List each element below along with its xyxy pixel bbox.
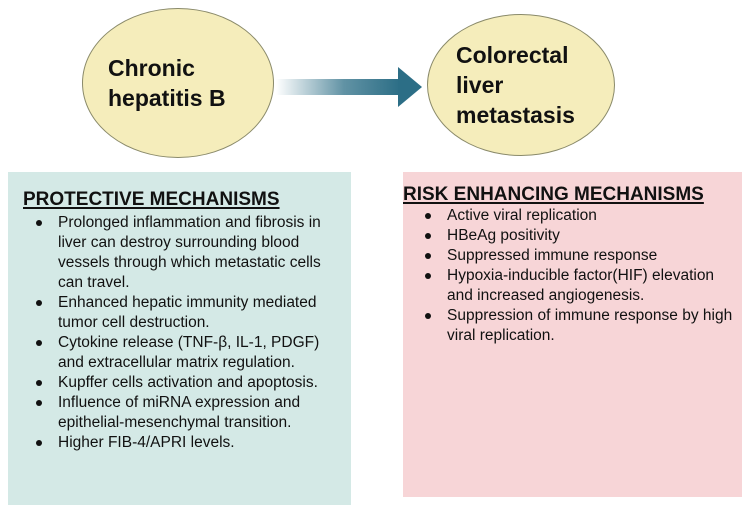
list-item: Enhanced hepatic immunity mediated tumor… (34, 293, 346, 333)
protective-mechanisms-title: PROTECTIVE MECHANISMS (23, 189, 280, 210)
list-item: Cytokine release (TNF-β, IL-1, PDGF) and… (34, 333, 346, 373)
list-item: Higher FIB-4/APRI levels. (34, 433, 346, 453)
risk-enhancing-mechanisms-title: RISK ENHANCING MECHANISMS (403, 184, 704, 205)
list-item: Kupffer cells activation and apoptosis. (34, 373, 346, 393)
list-item: Suppression of immune response by high v… (423, 306, 739, 346)
arrow-shaft (276, 79, 400, 95)
right-arrow-icon (276, 67, 422, 107)
list-item: Hypoxia-inducible factor(HIF) elevation … (423, 266, 739, 306)
risk-enhancing-mechanisms-panel: RISK ENHANCING MECHANISMS Active viral r… (403, 172, 742, 497)
protective-mechanisms-list: Prolonged inflammation and fibrosis in l… (34, 213, 346, 453)
list-item: HBeAg positivity (423, 226, 739, 246)
list-item: Suppressed immune response (423, 246, 739, 266)
arrow-head (398, 67, 422, 107)
list-item: Active viral replication (423, 206, 739, 226)
colorectal-liver-metastasis-label: Colorectal liver metastasis (456, 42, 575, 128)
chronic-hepatitis-b-label: Chronic hepatitis B (108, 55, 226, 111)
protective-mechanisms-panel: PROTECTIVE MECHANISMS Prolonged inflamma… (8, 172, 351, 505)
list-item: Prolonged inflammation and fibrosis in l… (34, 213, 346, 293)
chronic-hepatitis-b-node: Chronic hepatitis B (82, 8, 274, 158)
risk-enhancing-mechanisms-list: Active viral replication HBeAg positivit… (423, 206, 739, 346)
colorectal-liver-metastasis-node: Colorectal liver metastasis (427, 14, 615, 156)
list-item: Influence of miRNA expression and epithe… (34, 393, 346, 433)
